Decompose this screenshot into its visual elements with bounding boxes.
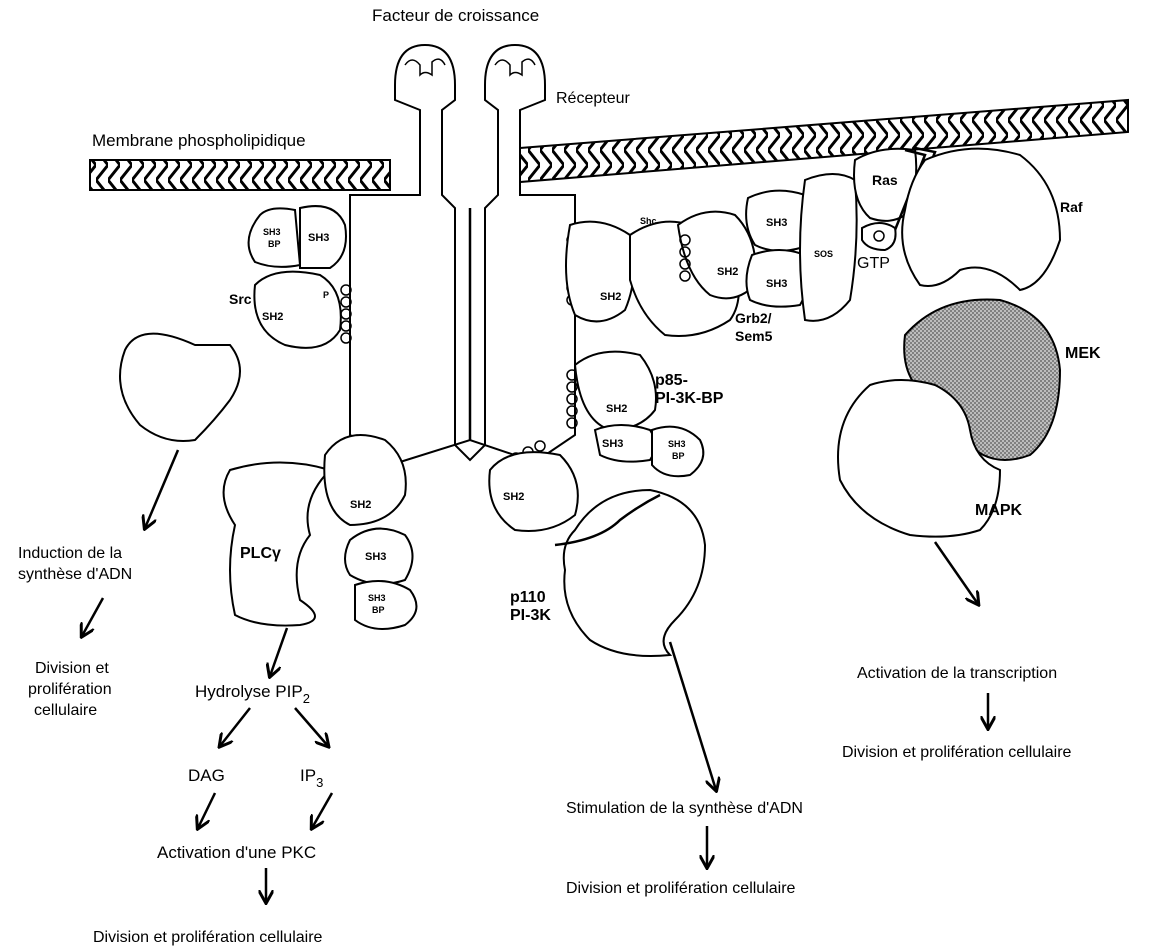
gtp: GTP — [857, 223, 896, 272]
src-phospho-label: P — [323, 290, 329, 300]
plc-sh3bp-bottom: BP — [372, 605, 385, 615]
src-sh3-domain: SH3 — [300, 206, 346, 268]
grb2-label-line1: Grb2/ — [735, 310, 772, 326]
grb2-sh3-bottom-label: SH3 — [766, 278, 787, 290]
sos-label: SOS — [814, 249, 833, 259]
plc-gamma-protein: PLCγ — [224, 463, 330, 626]
p85-sh3bp-bottom: BP — [672, 451, 685, 461]
p110-label-line2: PI-3K — [510, 607, 551, 624]
p85-label-line1: p85- — [655, 372, 688, 389]
grb2-sh3-bottom: SH3 — [746, 250, 807, 307]
middle-arrows — [670, 642, 716, 867]
shc-label: Shc — [640, 216, 657, 226]
p110-sh2-domain: SH2 — [489, 452, 578, 531]
receptor-sh2-label: SH2 — [600, 291, 621, 303]
p85-sh3-domain: SH3 — [595, 425, 655, 462]
src-result-line1: Division et — [35, 660, 109, 677]
p85-sh3bp-domain: SH3 BP — [652, 427, 703, 477]
p85-sh3bp-top: SH3 — [668, 439, 686, 449]
dag-label: DAG — [188, 766, 225, 785]
grb2-sh3-top: SH3 — [746, 191, 807, 251]
p85-sh2-domain: SH2 — [575, 352, 656, 430]
receptor-sh2-domain: SH2 — [566, 222, 634, 322]
sh3bp-label-bottom: BP — [268, 239, 281, 249]
p110-label-line1: p110 — [510, 589, 546, 606]
sh3bp-label-top: SH3 — [263, 227, 281, 237]
src-protein: Src — [120, 291, 252, 441]
mapk-label: MAPK — [975, 502, 1023, 519]
p85-sh3-label: SH3 — [602, 438, 623, 450]
pkc-activation-label: Activation d'une PKC — [157, 843, 316, 862]
plc-sh2-label: SH2 — [350, 499, 371, 511]
src-sh2-domain: SH2 P — [254, 272, 340, 348]
src-result-line3: cellulaire — [34, 702, 97, 719]
plc-sh3-domain: SH3 — [345, 529, 413, 584]
src-effect-line1: Induction de la — [18, 545, 122, 562]
middle-effect-label: Stimulation de la synthèse d'ADN — [566, 800, 803, 817]
sos-protein: SOS — [800, 174, 857, 321]
growth-factor-label: Facteur de croissance — [372, 6, 539, 25]
ras-label: Ras — [872, 172, 898, 188]
receptor — [350, 45, 575, 462]
raf-protein: Raf — [902, 149, 1083, 290]
src-label: Src — [229, 291, 252, 307]
ip3-label: IP3 — [300, 766, 323, 790]
right-arrows — [935, 542, 988, 728]
src-sh3-label: SH3 — [308, 232, 329, 244]
pkc-result-label: Division et prolifération cellulaire — [93, 929, 323, 946]
grb2-sh2-label: SH2 — [717, 266, 738, 278]
grb2-sh3-top-label: SH3 — [766, 217, 787, 229]
src-result-line2: prolifération — [28, 681, 112, 698]
plc-sh3bp-domain: SH3 BP — [355, 581, 416, 629]
raf-label: Raf — [1060, 199, 1083, 215]
mek-label: MEK — [1065, 345, 1101, 362]
middle-result-label: Division et prolifération cellulaire — [566, 880, 796, 897]
src-effect-line2: synthèse d'ADN — [18, 566, 132, 583]
gtp-label: GTP — [857, 255, 890, 272]
plc-gamma-label: PLCγ — [240, 545, 281, 562]
membrane-label: Membrane phospholipidique — [92, 131, 306, 150]
right-effect-label: Activation de la transcription — [857, 665, 1057, 682]
receptor-label: Récepteur — [556, 90, 630, 107]
grb2-label-line2: Sem5 — [735, 328, 773, 344]
sh3-bp-protein: SH3 BP — [249, 208, 300, 267]
p110-sh2-label: SH2 — [503, 491, 524, 503]
plc-sh3-label: SH3 — [365, 551, 386, 563]
hydrolysis-label: Hydrolyse PIP2 — [195, 682, 310, 706]
plc-sh3bp-top: SH3 — [368, 593, 386, 603]
p85-label-line2: PI-3K-BP — [655, 390, 724, 407]
plc-sh2-domain: SH2 — [324, 435, 406, 525]
p85-sh2-label: SH2 — [606, 403, 627, 415]
right-result-label: Division et prolifération cellulaire — [842, 744, 1072, 761]
src-sh2-label: SH2 — [262, 311, 283, 323]
